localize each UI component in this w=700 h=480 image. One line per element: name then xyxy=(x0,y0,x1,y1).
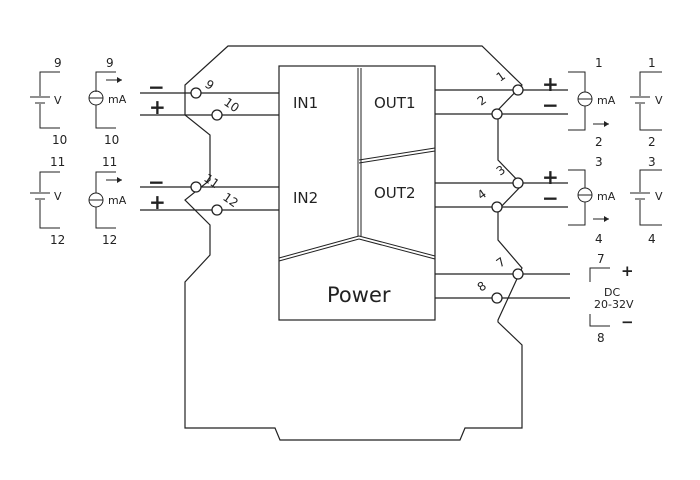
terminal-7 xyxy=(512,268,524,280)
terminal-label-3: 3 xyxy=(494,163,508,179)
terminal-9 xyxy=(190,87,202,99)
out-divider xyxy=(358,147,436,161)
legend-num-3-b: 3 xyxy=(595,155,603,169)
terminal-label-2: 2 xyxy=(475,93,489,109)
legend-volt-label-2: V xyxy=(54,190,62,203)
label-out1: OUT1 xyxy=(374,94,416,112)
label-in1: IN1 xyxy=(293,94,318,112)
legend-num-10-a: 10 xyxy=(52,133,67,147)
legend-num-12-a: 12 xyxy=(50,233,65,247)
terminal-3 xyxy=(512,177,524,189)
terminal-2 xyxy=(491,108,503,120)
legend-num-10-b: 10 xyxy=(104,133,119,147)
terminal-label-1: 1 xyxy=(494,69,508,85)
label-out2: OUT2 xyxy=(374,184,416,202)
supply-plus-sign: + xyxy=(621,262,634,280)
legend-num-7: 7 xyxy=(597,252,605,266)
out1-plus-sign: + xyxy=(542,72,559,96)
legend-current-output-out2: mA 3 4 xyxy=(568,155,616,246)
terminal-label-4: 4 xyxy=(475,187,489,203)
legend-num-2-b: 2 xyxy=(595,135,603,149)
legend-voltage-source-in1: V 9 10 xyxy=(30,56,67,147)
terminal-11 xyxy=(190,181,202,193)
in2-plus-sign: + xyxy=(149,190,166,214)
legend-num-2-a: 2 xyxy=(648,135,656,149)
legend-volt-label-4: V xyxy=(655,190,663,203)
label-in2: IN2 xyxy=(293,189,318,207)
legend-current-source-in1: mA 9 10 xyxy=(88,56,127,147)
terminal-label-11: 11 xyxy=(201,171,222,191)
in1-minus-sign: − xyxy=(148,75,165,99)
label-power: Power xyxy=(327,283,391,307)
legend-num-11-b: 11 xyxy=(102,155,117,169)
legend-num-12-b: 12 xyxy=(102,233,117,247)
legend-ma-label: mA xyxy=(108,93,127,106)
terminal-label-10: 10 xyxy=(221,95,242,115)
legend-ma-label-4: mA xyxy=(597,190,616,203)
legend-voltage-source-in2: V 11 12 xyxy=(30,155,65,247)
legend-voltage-output-out1: V 1 2 xyxy=(630,56,663,149)
legend-num-11-a: 11 xyxy=(50,155,65,169)
legend-volt-label-3: V xyxy=(655,94,663,107)
legend-num-1-b: 1 xyxy=(595,56,603,70)
in1-plus-sign: + xyxy=(149,95,166,119)
legend-volt-label: V xyxy=(54,94,62,107)
terminal-label-7: 7 xyxy=(494,255,508,271)
supply-range-label: 20-32V xyxy=(594,298,634,311)
legend-power-supply: 7 + DC 20-32V − 8 xyxy=(589,252,634,345)
out-divider-2 xyxy=(358,150,436,164)
legend-num-9-a: 9 xyxy=(54,56,62,70)
power-divider-right-2 xyxy=(358,238,436,260)
legend-voltage-output-out2: V 3 4 xyxy=(630,155,663,246)
out1-minus-sign: − xyxy=(542,93,559,117)
terminal-label-8: 8 xyxy=(475,279,489,295)
legend-num-1-a: 1 xyxy=(648,56,656,70)
legend-ma-label-2: mA xyxy=(108,194,127,207)
legend-num-8: 8 xyxy=(597,331,605,345)
legend-current-source-in2: mA 11 12 xyxy=(88,155,127,247)
terminal-1 xyxy=(512,84,524,96)
legend-ma-label-3: mA xyxy=(597,94,616,107)
power-divider-left-2 xyxy=(278,238,360,262)
legend-num-4-a: 4 xyxy=(648,232,656,246)
out2-minus-sign: − xyxy=(542,186,559,210)
terminal-label-9: 9 xyxy=(202,77,216,93)
supply-minus-sign: − xyxy=(621,313,634,331)
terminal-label-12: 12 xyxy=(220,190,241,210)
legend-current-output-out1: mA 1 2 xyxy=(568,56,616,149)
terminal-12 xyxy=(211,204,223,216)
legend-num-3-a: 3 xyxy=(648,155,656,169)
legend-num-4-b: 4 xyxy=(595,232,603,246)
terminal-8 xyxy=(491,292,503,304)
out2-plus-sign: + xyxy=(542,165,559,189)
power-divider-right xyxy=(358,235,436,257)
supply-type-label: DC xyxy=(604,286,620,299)
legend-num-9-b: 9 xyxy=(106,56,114,70)
terminal-4 xyxy=(491,201,503,213)
terminal-10 xyxy=(211,109,223,121)
power-divider-left xyxy=(278,235,360,259)
module-box xyxy=(278,65,436,321)
in2-minus-sign: − xyxy=(148,170,165,194)
